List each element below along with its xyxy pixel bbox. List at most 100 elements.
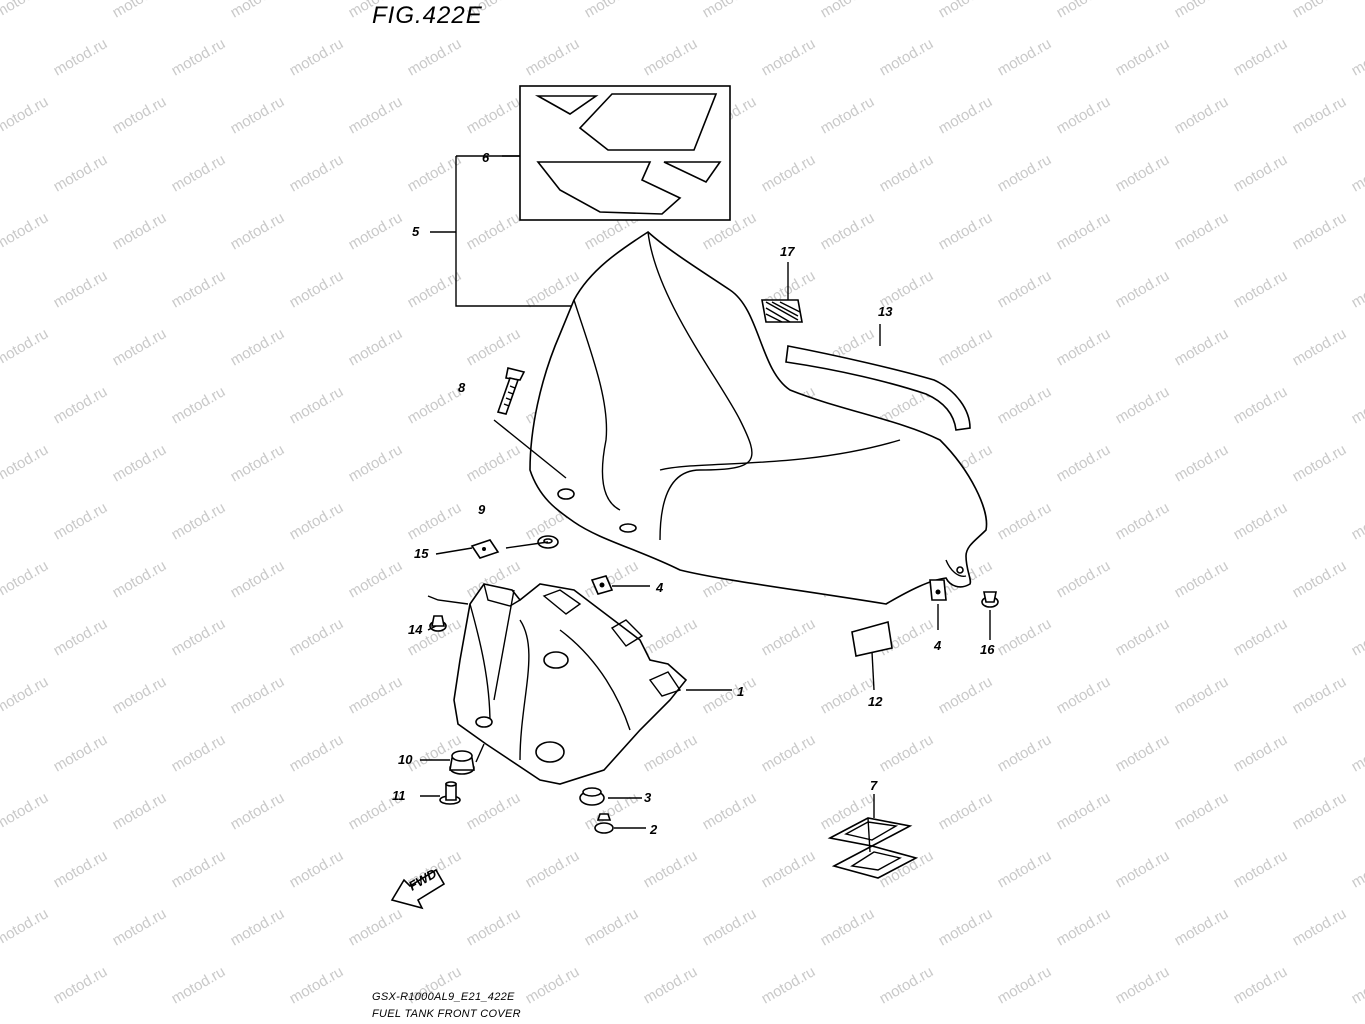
watermark-text: motod.ru (1231, 499, 1291, 543)
watermark-text: motod.ru (1349, 383, 1365, 427)
watermark-text: motod.ru (818, 209, 878, 253)
watermark-text: motod.ru (228, 789, 288, 833)
watermark-text: motod.ru (1113, 615, 1173, 659)
watermark-text: motod.ru (346, 905, 406, 949)
watermark-text: motod.ru (1172, 905, 1232, 949)
watermark-text: motod.ru (169, 731, 229, 775)
watermark-text: motod.ru (1054, 905, 1114, 949)
callout-11: 11 (392, 788, 406, 803)
watermark-text: motod.ru (346, 209, 406, 253)
watermark-text: motod.ru (346, 673, 406, 717)
emblem-part-7[interactable] (827, 817, 919, 879)
watermark-text: motod.ru (0, 557, 51, 601)
watermark-text: motod.ru (1172, 673, 1232, 717)
watermark-text: motod.ru (287, 383, 347, 427)
watermark-text: motod.ru (1113, 383, 1173, 427)
watermark-text: motod.ru (110, 557, 170, 601)
watermark-text: motod.ru (110, 325, 170, 369)
watermark-text: motod.ru (1172, 0, 1232, 21)
bolt-part-14[interactable] (429, 615, 447, 632)
decal-set-part-5-6[interactable] (519, 85, 731, 221)
watermark-text: motod.ru (582, 557, 642, 601)
watermark-text: motod.ru (228, 93, 288, 137)
watermark-text: motod.ru (641, 847, 701, 891)
watermark-text: motod.ru (346, 325, 406, 369)
nut-part-4[interactable] (590, 575, 614, 595)
watermark-text: motod.ru (700, 0, 760, 21)
watermark-text: motod.ru (169, 963, 229, 1007)
clip-part-15[interactable] (470, 539, 500, 559)
watermark-text: motod.ru (1054, 93, 1114, 137)
watermark-text: motod.ru (169, 615, 229, 659)
watermark-text: motod.ru (1231, 35, 1291, 79)
watermark-text: motod.ru (1054, 557, 1114, 601)
watermark-text: motod.ru (936, 905, 996, 949)
watermark-text: motod.ru (582, 0, 642, 21)
grommet-part-3[interactable] (579, 787, 605, 806)
watermark-text: motod.ru (464, 441, 524, 485)
watermark-text: motod.ru (1113, 499, 1173, 543)
watermark-text: motod.ru (995, 151, 1055, 195)
watermark-text: motod.ru (169, 151, 229, 195)
watermark-text: motod.ru (405, 499, 465, 543)
fuel-tank-front-cover[interactable] (529, 230, 988, 605)
lower-cover-part-1[interactable] (453, 583, 688, 785)
watermark-text: motod.ru (1290, 0, 1350, 21)
watermark-text: motod.ru (228, 557, 288, 601)
watermark-text: motod.ru (1231, 267, 1291, 311)
bolt-part-8[interactable] (496, 367, 526, 415)
watermark-text: motod.ru (1349, 615, 1365, 659)
watermark-text: motod.ru (1349, 963, 1365, 1007)
watermark-text: motod.ru (110, 209, 170, 253)
watermark-text: motod.ru (1231, 151, 1291, 195)
watermark-text: motod.ru (1349, 847, 1365, 891)
watermark-text: motod.ru (228, 673, 288, 717)
pad-part-12[interactable] (851, 620, 893, 657)
grommet-part-10[interactable] (449, 750, 475, 775)
screw-part-2[interactable] (594, 813, 614, 834)
watermark-text: motod.ru (228, 325, 288, 369)
watermark-text: motod.ru (995, 731, 1055, 775)
callout-1: 1 (737, 684, 744, 699)
watermark-text: motod.ru (110, 673, 170, 717)
watermark-text: motod.ru (346, 93, 406, 137)
label-part-17[interactable] (761, 299, 803, 323)
watermark-text: motod.ru (995, 615, 1055, 659)
hose-part-13[interactable] (785, 345, 971, 431)
watermark-text: motod.ru (818, 0, 878, 21)
watermark-text: motod.ru (936, 325, 996, 369)
watermark-text: motod.ru (700, 789, 760, 833)
watermark-text: motod.ru (936, 93, 996, 137)
watermark-text: motod.ru (1113, 151, 1173, 195)
model-code: GSX-R1000AL9_E21_422E (372, 991, 515, 1003)
watermark-text: motod.ru (1054, 441, 1114, 485)
watermark-text: motod.ru (1054, 673, 1114, 717)
watermark-text: motod.ru (287, 615, 347, 659)
watermark-text: motod.ru (641, 615, 701, 659)
watermark-text: motod.ru (995, 963, 1055, 1007)
collar-part-11[interactable] (439, 781, 461, 805)
watermark-text: motod.ru (1290, 557, 1350, 601)
watermark-text: motod.ru (936, 209, 996, 253)
watermark-text: motod.ru (464, 325, 524, 369)
watermark-text: motod.ru (523, 35, 583, 79)
watermark-text: motod.ru (1290, 673, 1350, 717)
nut-part-4-right[interactable] (929, 579, 947, 601)
watermark-text: motod.ru (1290, 789, 1350, 833)
watermark-text: motod.ru (1290, 209, 1350, 253)
watermark-text: motod.ru (1054, 209, 1114, 253)
watermark-text: motod.ru (1231, 615, 1291, 659)
callout-7: 7 (870, 778, 878, 793)
watermark-text: motod.ru (1349, 499, 1365, 543)
watermark-text: motod.ru (1172, 325, 1232, 369)
watermark-text: motod.ru (641, 963, 701, 1007)
bolt-part-16[interactable] (981, 591, 999, 608)
watermark-text: motod.ru (1231, 963, 1291, 1007)
watermark-text: motod.ru (110, 905, 170, 949)
callout-4-right: 4 (933, 638, 942, 653)
watermark-text: motod.ru (1113, 267, 1173, 311)
watermark-text: motod.ru (1172, 209, 1232, 253)
watermark-text: motod.ru (110, 93, 170, 137)
watermark-text: motod.ru (51, 499, 111, 543)
